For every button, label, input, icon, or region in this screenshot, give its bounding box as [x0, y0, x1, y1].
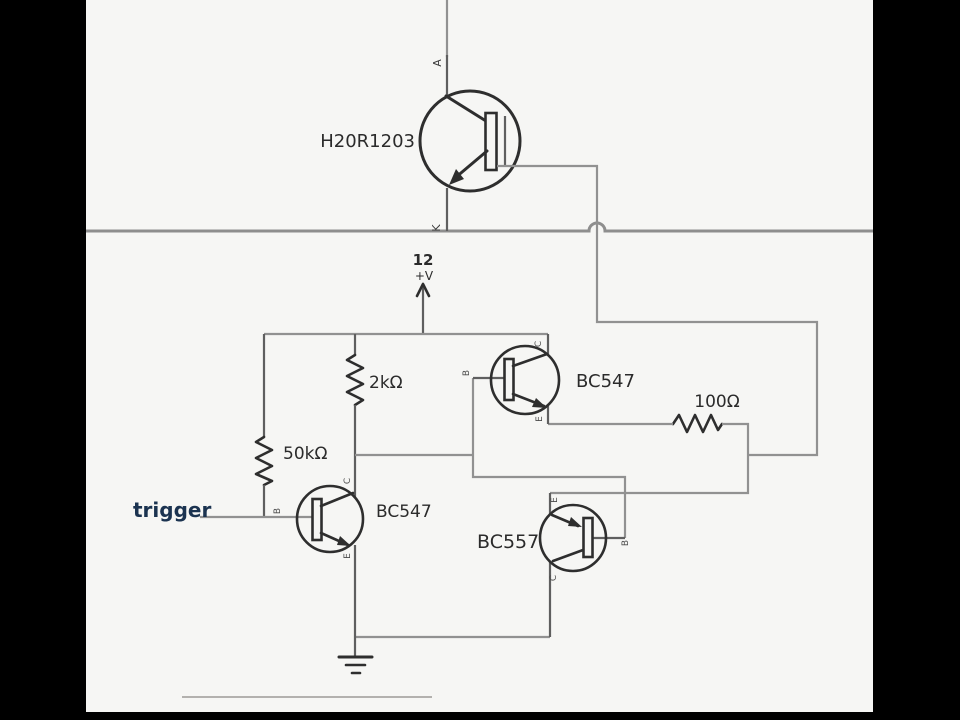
resistor-2k: 2kΩ [345, 334, 403, 497]
ground-symbol [337, 655, 374, 675]
q2-base-label: B [273, 508, 283, 514]
q3-emitter-label: E [550, 497, 560, 503]
horizontal-bus-line [86, 221, 873, 233]
resistor-2k-value: 2kΩ [369, 373, 403, 393]
q3-base-label: B [621, 540, 631, 546]
gate-wire [497, 164, 819, 457]
q2-collector-label: C [343, 478, 353, 484]
supply-rail-label: +V [415, 269, 434, 283]
resistor-50k-value: 50kΩ [283, 444, 327, 464]
transistor-q2-bc547: C B E BC547 [200, 478, 432, 559]
q1-emitter-label: E [535, 416, 545, 422]
q1-base-label: B [462, 370, 472, 376]
letterbox-left [0, 0, 86, 720]
q1-part-number: BC547 [576, 371, 635, 392]
transistor-q1-bc547: C B E BC547 [462, 334, 635, 424]
output-wire [550, 422, 750, 495]
cathode-label: K [430, 224, 443, 232]
q3-part-number: BC557 [477, 531, 539, 553]
igbt-symbol: A K H20R1203 [320, 0, 522, 232]
supply-arrow: 12 +V [413, 251, 434, 334]
cross-couple-wire-2 [471, 378, 627, 538]
letterbox-bottom [0, 712, 960, 720]
trigger-label: trigger [133, 498, 211, 522]
q2-emitter-label: E [343, 553, 353, 559]
resistor-100: 100Ω [671, 392, 740, 434]
igbt-part-number: H20R1203 [320, 131, 415, 152]
q1-collector-label: C [534, 341, 544, 347]
letterbox-right [873, 0, 960, 720]
resistor-50k: 50kΩ [254, 334, 327, 517]
supply-voltage-label: 12 [413, 251, 434, 269]
transistor-q3-bc557: E B C BC557 [477, 493, 631, 637]
anode-label: A [431, 59, 444, 67]
q2-part-number: BC547 [376, 502, 432, 522]
q3-collector-label: C [549, 575, 559, 581]
resistor-100-value: 100Ω [694, 392, 739, 412]
